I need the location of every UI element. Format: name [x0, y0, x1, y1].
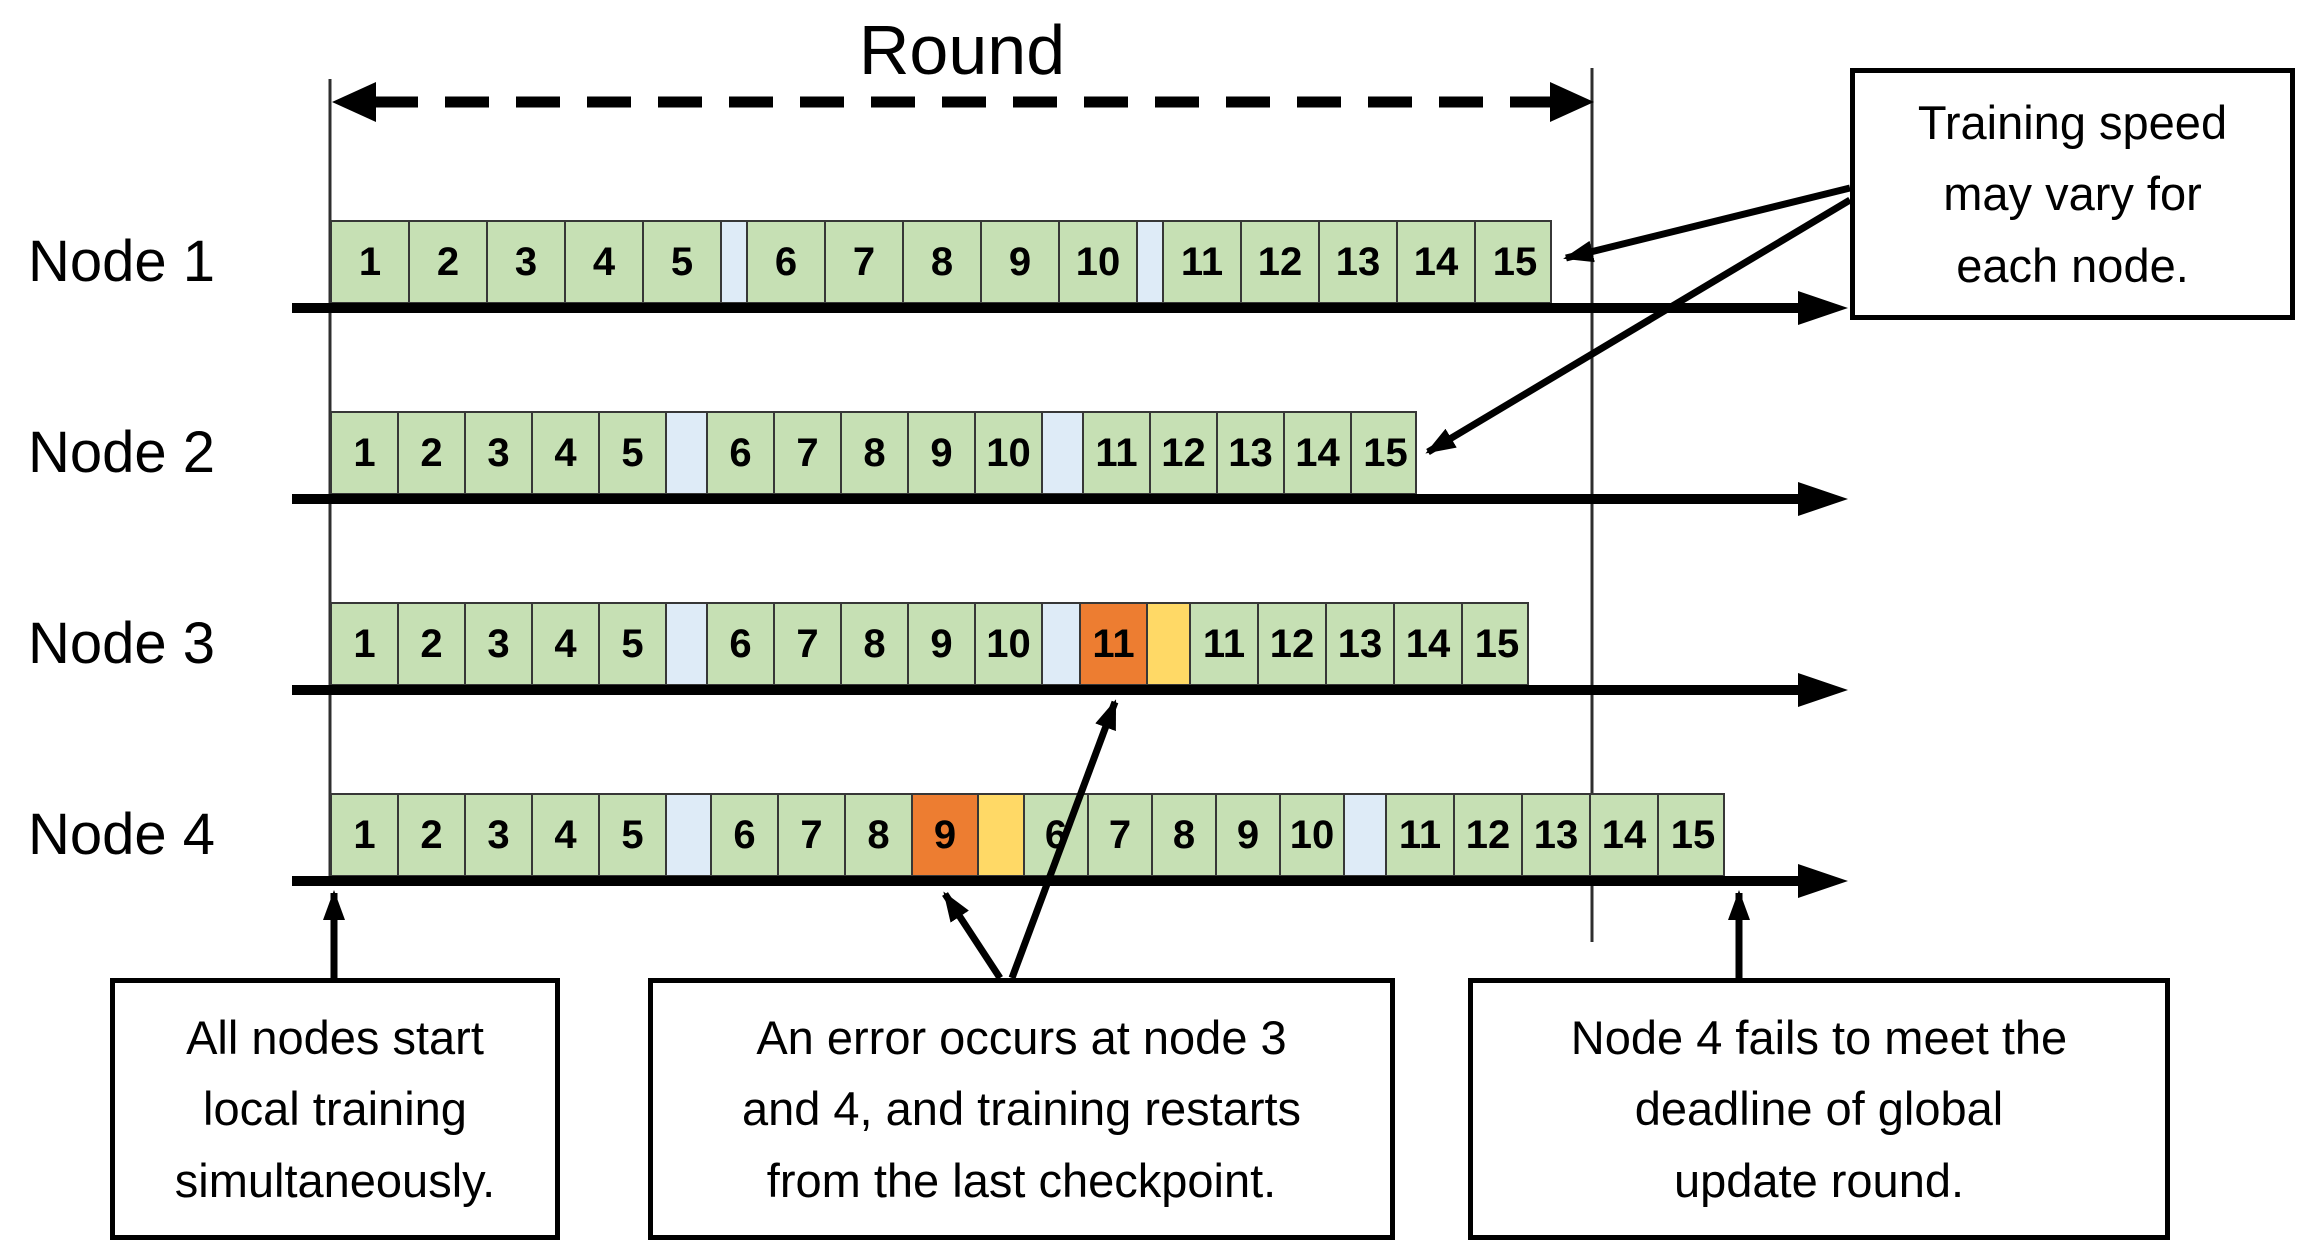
step-cell: 15 [1659, 795, 1723, 875]
step-cell: 10 [1060, 222, 1138, 302]
step-cell: 6 [748, 222, 826, 302]
step-cell: 7 [775, 413, 842, 493]
step-cell: 13 [1218, 413, 1285, 493]
step-cell: 7 [1089, 795, 1153, 875]
idle-gap-cell [667, 795, 712, 875]
step-cell: 11 [1164, 222, 1242, 302]
step-cell: 3 [466, 604, 533, 684]
step-cell: 7 [779, 795, 846, 875]
idle-gap-cell [722, 222, 748, 302]
restart-overhead-cell [1148, 604, 1191, 684]
step-cell: 1 [332, 413, 399, 493]
error-step-cell: 9 [913, 795, 979, 875]
arrow-training-speed-to-node1 [1563, 184, 1851, 263]
step-cell: 11 [1387, 795, 1455, 875]
step-cell: 5 [644, 222, 722, 302]
idle-gap-cell [1345, 795, 1387, 875]
step-cell: 8 [904, 222, 982, 302]
idle-gap-cell [1043, 604, 1081, 684]
step-cell: 4 [533, 795, 600, 875]
step-cell: 12 [1455, 795, 1523, 875]
step-cell: 13 [1320, 222, 1398, 302]
step-cell: 8 [846, 795, 913, 875]
step-cell: 6 [1025, 795, 1089, 875]
step-cell: 14 [1398, 222, 1476, 302]
step-cell: 6 [708, 604, 775, 684]
step-cell: 9 [909, 413, 976, 493]
step-cell: 8 [842, 604, 909, 684]
step-cell: 12 [1242, 222, 1320, 302]
step-cell: 11 [1191, 604, 1259, 684]
step-cell: 7 [826, 222, 904, 302]
step-cell: 6 [708, 413, 775, 493]
step-cell: 3 [466, 413, 533, 493]
callout-training-speed: Training speed may vary for each node. [1850, 68, 2295, 320]
step-cell: 10 [976, 604, 1043, 684]
step-cell: 13 [1523, 795, 1591, 875]
step-cell: 12 [1151, 413, 1218, 493]
error-step-cell: 11 [1081, 604, 1148, 684]
step-cell: 2 [399, 413, 466, 493]
step-cell: 10 [976, 413, 1043, 493]
idle-gap-cell [667, 604, 708, 684]
step-cell: 14 [1591, 795, 1659, 875]
step-cell: 5 [600, 604, 667, 684]
step-cell: 14 [1285, 413, 1352, 493]
node-label-1: Node 1 [28, 229, 216, 294]
step-cell: 1 [332, 604, 399, 684]
step-cell: 8 [842, 413, 909, 493]
step-cell: 15 [1463, 604, 1527, 684]
arrow-error-to-node4-step9 [942, 891, 1003, 980]
idle-gap-cell [667, 413, 708, 493]
callout-error-occurs: An error occurs at node 3 and 4, and tra… [648, 978, 1395, 1240]
node-label-2: Node 2 [28, 420, 216, 485]
step-cell: 8 [1153, 795, 1217, 875]
step-cell: 13 [1327, 604, 1395, 684]
step-cell: 9 [1217, 795, 1281, 875]
callout-all-nodes-start: All nodes start local training simultane… [110, 978, 560, 1240]
step-cell: 4 [533, 604, 600, 684]
round-title: Round [858, 11, 1066, 89]
node-label-4: Node 4 [28, 802, 216, 867]
step-cell: 4 [566, 222, 644, 302]
step-cell: 14 [1395, 604, 1463, 684]
step-cell: 1 [332, 795, 399, 875]
step-cell: 15 [1476, 222, 1550, 302]
node-label-3: Node 3 [28, 611, 216, 676]
step-cell: 7 [775, 604, 842, 684]
step-cell: 3 [466, 795, 533, 875]
step-cell: 2 [410, 222, 488, 302]
idle-gap-cell [1043, 413, 1084, 493]
step-cell: 9 [982, 222, 1060, 302]
step-cell: 6 [712, 795, 779, 875]
step-cell: 3 [488, 222, 566, 302]
step-cell: 12 [1259, 604, 1327, 684]
step-cell: 2 [399, 795, 466, 875]
step-cell: 11 [1084, 413, 1151, 493]
step-cell: 15 [1352, 413, 1415, 493]
callout-node4-fails: Node 4 fails to meet the deadline of glo… [1468, 978, 2170, 1240]
step-cell: 2 [399, 604, 466, 684]
step-cell: 9 [909, 604, 976, 684]
step-cell: 1 [332, 222, 410, 302]
restart-overhead-cell [979, 795, 1025, 875]
step-cell: 4 [533, 413, 600, 493]
step-cell: 5 [600, 795, 667, 875]
step-cell: 10 [1281, 795, 1345, 875]
step-cell: 5 [600, 413, 667, 493]
idle-gap-cell [1138, 222, 1164, 302]
